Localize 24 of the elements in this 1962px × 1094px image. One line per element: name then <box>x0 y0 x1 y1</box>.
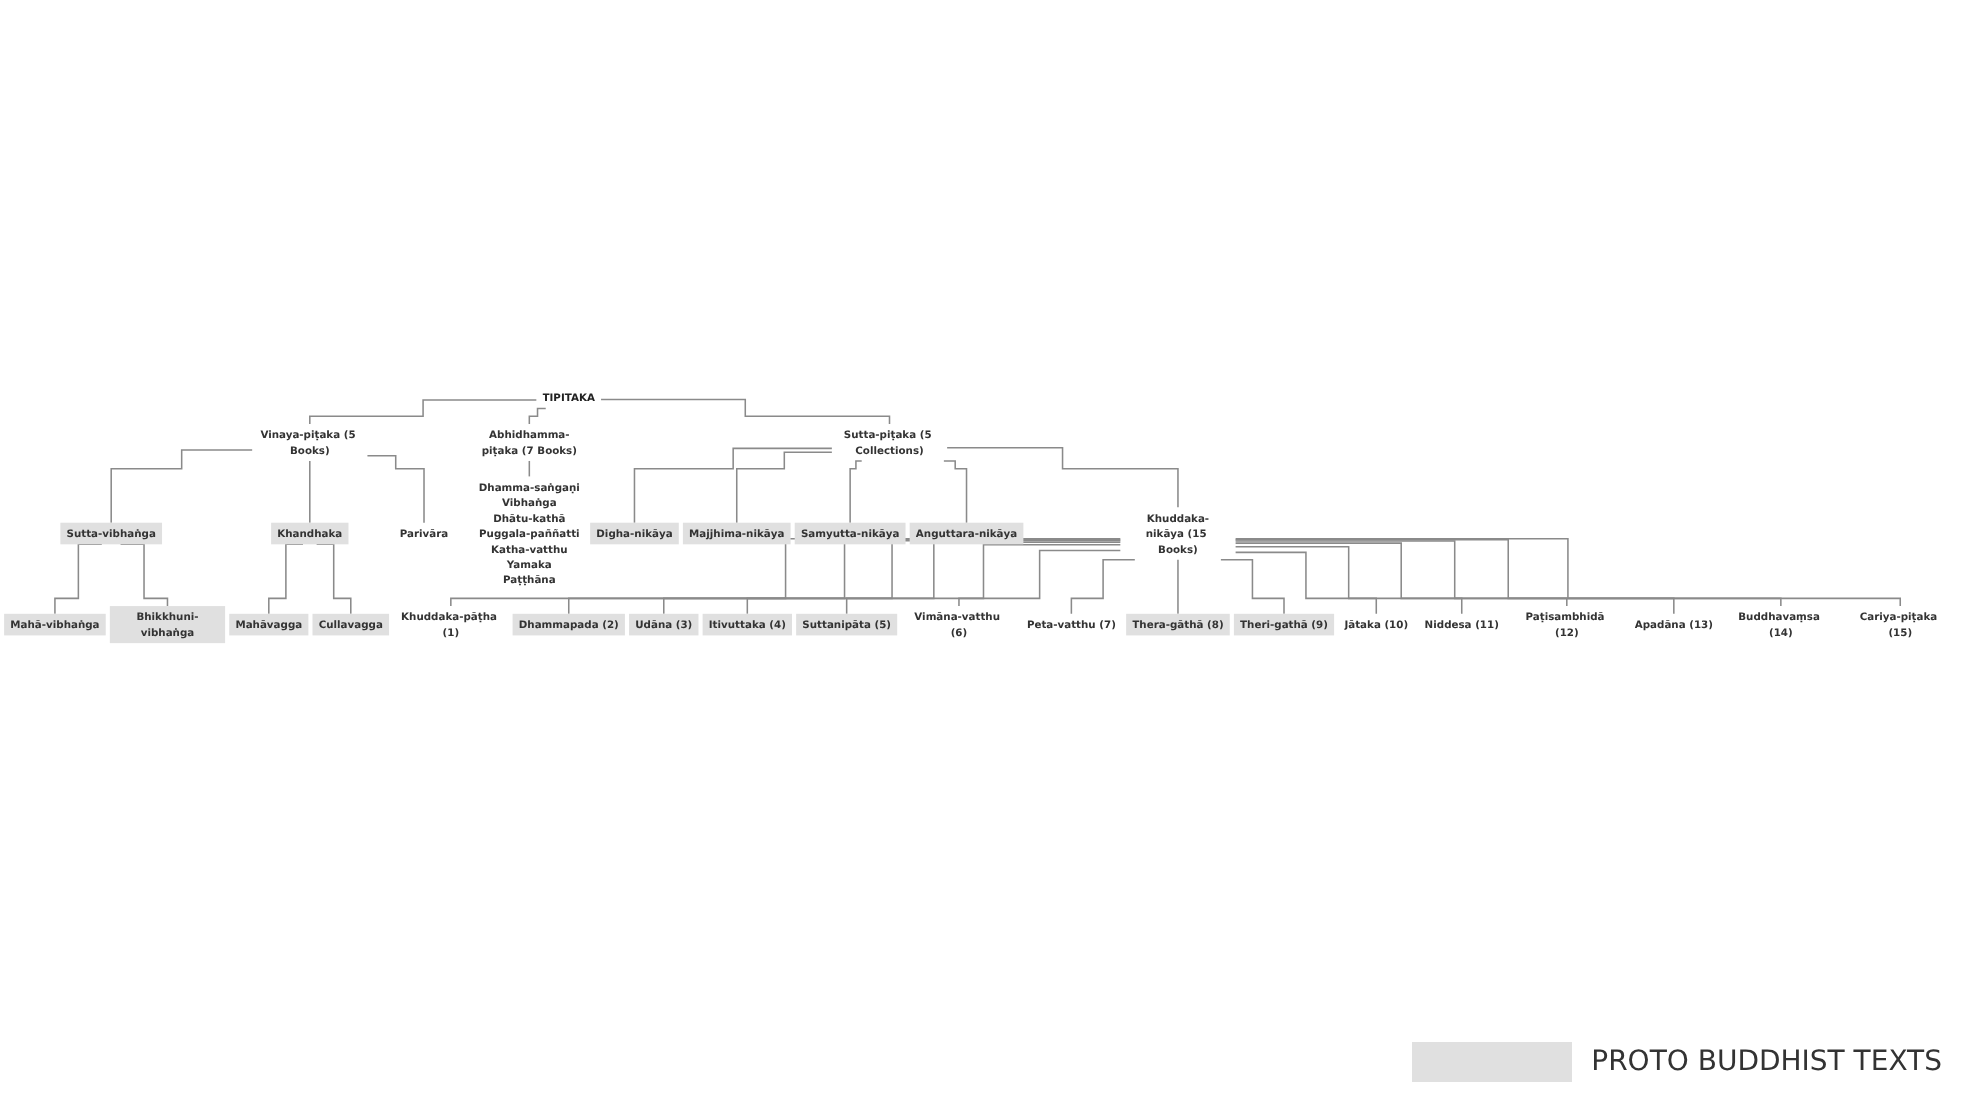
connector <box>633 447 833 524</box>
connector <box>958 549 1122 607</box>
connector <box>1234 545 1463 615</box>
connector <box>1070 559 1136 615</box>
connector <box>309 399 538 425</box>
connector <box>736 451 833 524</box>
connector <box>1234 551 1378 615</box>
connector <box>1220 559 1285 615</box>
legend-text: PROTO BUDDHIST TEXTS <box>1591 1046 1942 1078</box>
connector <box>110 449 253 524</box>
connector <box>845 544 1122 615</box>
connector <box>946 446 1179 509</box>
connector <box>943 460 968 524</box>
connector <box>528 407 547 425</box>
connector <box>309 460 311 524</box>
connector <box>1177 559 1179 615</box>
connector <box>600 398 891 425</box>
connector <box>746 541 1122 615</box>
connector <box>366 454 425 524</box>
connector <box>1234 537 1901 607</box>
connector <box>849 460 863 524</box>
connector <box>1234 540 1675 615</box>
connector <box>1234 538 1782 607</box>
connector <box>1234 542 1568 607</box>
